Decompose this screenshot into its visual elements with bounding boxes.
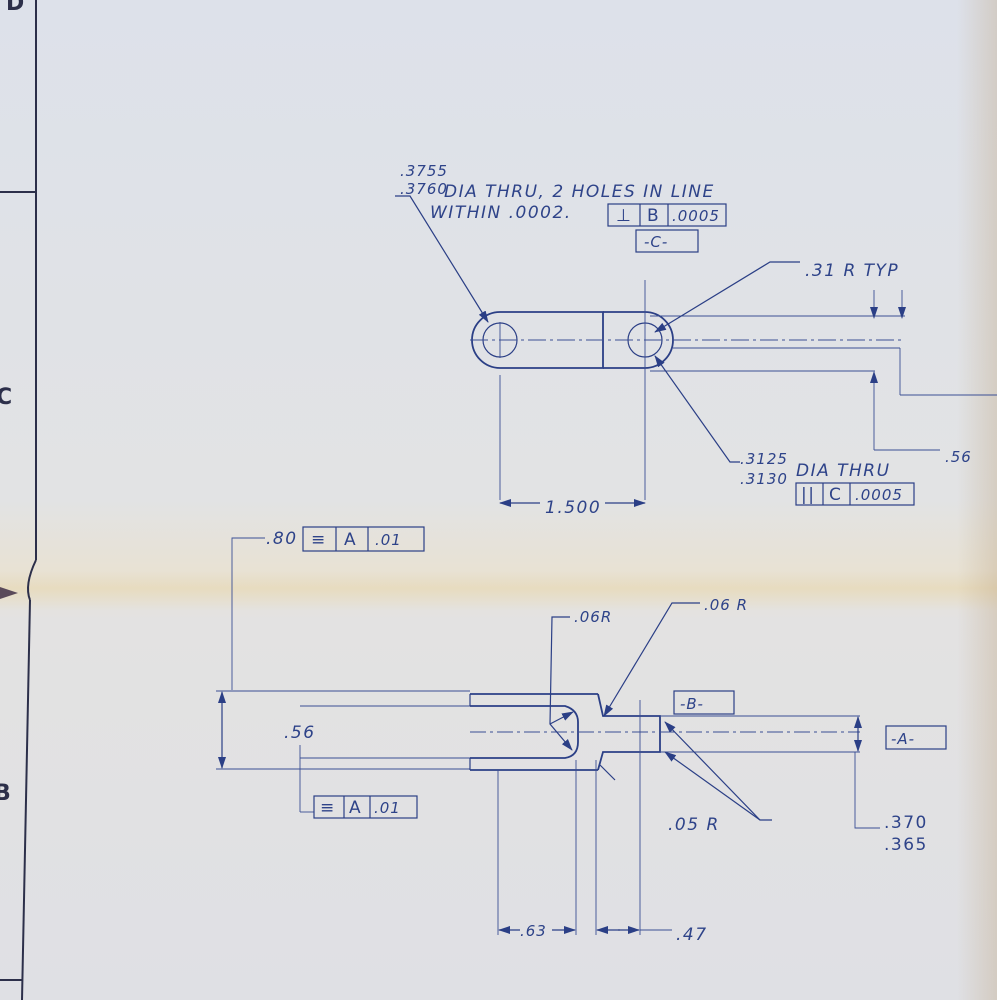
thickness-upper: .370 bbox=[884, 813, 928, 833]
radius-06-left: .06R bbox=[574, 608, 612, 626]
datum-a-box: -A- bbox=[885, 725, 947, 750]
parallelism-frame: || C .0005 bbox=[795, 482, 915, 506]
datum-c-box: -C- bbox=[635, 229, 699, 253]
sheet-border bbox=[0, 0, 37, 1000]
zone-label-d: D bbox=[6, 0, 24, 16]
frame-top-datum: A bbox=[344, 530, 357, 550]
dim-063: .63 bbox=[520, 922, 547, 940]
datum-a-label: -A- bbox=[891, 730, 915, 748]
symmetry-icon-bottom: ≡ bbox=[320, 798, 336, 818]
top-dim-056: .56 bbox=[945, 448, 972, 466]
side-dim-080: .80 bbox=[266, 529, 298, 549]
frame-top-tol: .01 bbox=[375, 531, 402, 549]
frame-datum-b: B bbox=[647, 206, 660, 226]
radius-leader bbox=[654, 261, 800, 333]
zone-label-c: C bbox=[0, 385, 12, 410]
datum-b-box: -B- bbox=[673, 690, 735, 715]
radius-note: .31 R TYP bbox=[805, 261, 899, 281]
hole-note-line1: DIA THRU, 2 HOLES IN LINE bbox=[444, 182, 715, 202]
top-view bbox=[395, 195, 997, 507]
dim-spacing: 1.500 bbox=[545, 498, 601, 518]
paper-edge-shadow bbox=[957, 0, 997, 1000]
paper-fold bbox=[0, 570, 997, 610]
side-dim-056: .56 bbox=[284, 723, 316, 743]
frame-datum-c: C bbox=[829, 485, 842, 505]
slot-dia-lower: .3130 bbox=[740, 470, 788, 488]
parallel-icon: || bbox=[801, 485, 815, 505]
hole-dia-upper: .3755 bbox=[400, 162, 448, 180]
thickness-lower: .365 bbox=[884, 835, 928, 855]
slot-leader bbox=[654, 355, 740, 463]
fold-arrow-icon bbox=[0, 587, 18, 599]
datum-c-label: -C- bbox=[644, 233, 668, 251]
symmetry-frame-top: ≡ A .01 bbox=[302, 526, 425, 552]
symmetry-frame-bottom: ≡ A .01 bbox=[313, 795, 418, 819]
frame-tol-par: .0005 bbox=[855, 486, 903, 504]
hole-note-line2: WITHIN .0002. bbox=[430, 203, 572, 223]
frame-tol-perp: .0005 bbox=[672, 207, 720, 225]
frame-bottom-datum: A bbox=[349, 798, 362, 818]
hole-dia-lower: .3760 bbox=[400, 180, 448, 198]
datum-b-label: -B- bbox=[680, 695, 704, 713]
frame-bottom-tol: .01 bbox=[374, 799, 401, 817]
radius-06-right: .06 R bbox=[704, 596, 748, 614]
zone-label-b: B bbox=[0, 781, 11, 806]
hole-leader bbox=[395, 195, 489, 323]
radius-05: .05 R bbox=[668, 815, 720, 835]
symmetry-icon: ≡ bbox=[311, 530, 327, 550]
dim-047: .47 bbox=[676, 925, 708, 945]
side-view bbox=[216, 537, 880, 935]
perpendicularity-frame: ⊥ B .0005 bbox=[607, 203, 727, 227]
perpendicular-icon: ⊥ bbox=[616, 206, 632, 226]
slot-dia-upper: .3125 bbox=[740, 450, 788, 468]
slot-note-suffix: DIA THRU bbox=[796, 461, 891, 481]
